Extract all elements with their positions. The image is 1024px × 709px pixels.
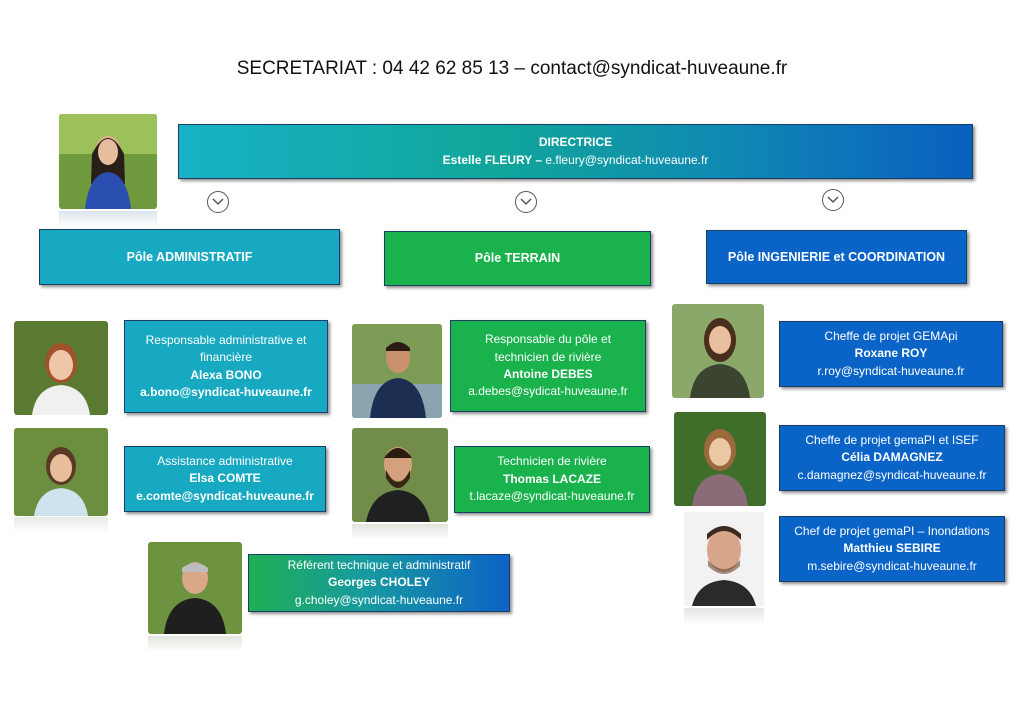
- chevron-down-icon: [207, 191, 229, 213]
- comte-photo: [14, 428, 108, 516]
- director-name: Estelle FLEURY: [442, 152, 533, 167]
- choley-photo-reflection: [148, 636, 242, 652]
- sebire-photo: [684, 512, 764, 606]
- bono-role-line2: financière: [199, 350, 253, 365]
- sebire-email: m.sebire@syndicat-huveaune.fr: [807, 558, 977, 573]
- pole-administratif: Pôle ADMINISTRATIF: [39, 229, 340, 285]
- director-email: e.fleury@syndicat-huveaune.fr: [545, 152, 709, 167]
- lacaze-photo-reflection: [352, 524, 448, 540]
- debes-photo: [352, 324, 442, 418]
- bono-role-line1: Responsable administrative et: [145, 332, 307, 347]
- damagnez-role: Cheffe de projet gemaPI et ISEF: [805, 432, 979, 447]
- director-photo: [59, 114, 157, 209]
- sebire-name: Matthieu SEBIRE: [843, 541, 941, 556]
- choley-photo: [148, 542, 242, 634]
- bono-email: a.bono@syndicat-huveaune.fr: [140, 384, 312, 399]
- bono-box: Responsable administrative et financière…: [124, 320, 328, 413]
- damagnez-photo: [674, 412, 766, 506]
- pole-administratif-label: Pôle ADMINISTRATIF: [126, 249, 253, 264]
- comte-role: Assistance administrative: [157, 453, 293, 468]
- lacaze-photo: [352, 428, 448, 522]
- choley-box: Référent technique et administratif Geor…: [248, 554, 510, 612]
- damagnez-email: c.damagnez@syndicat-huveaune.fr: [797, 467, 987, 482]
- debes-name: Antoine DEBES: [503, 367, 593, 381]
- damagnez-box: Cheffe de projet gemaPI et ISEF Célia DA…: [779, 425, 1005, 491]
- sebire-photo-reflection: [684, 608, 764, 626]
- comte-name: Elsa COMTE: [189, 471, 261, 486]
- lacaze-box: Technicien de rivière Thomas LACAZE t.la…: [454, 446, 650, 513]
- bono-photo: [14, 321, 108, 415]
- lacaze-email: t.lacaze@syndicat-huveaune.fr: [469, 489, 635, 504]
- director-contact: Estelle FLEURY – e.fleury@syndicat-huvea…: [443, 152, 709, 169]
- lacaze-name: Thomas LACAZE: [502, 471, 601, 486]
- bono-name: Alexa BONO: [190, 367, 262, 382]
- director-photo-reflection: [59, 211, 157, 227]
- roy-email: r.roy@syndicat-huveaune.fr: [817, 363, 965, 378]
- roy-name: Roxane ROY: [854, 346, 928, 361]
- lacaze-role: Technicien de rivière: [497, 454, 607, 469]
- pole-terrain-label: Pôle TERRAIN: [474, 251, 561, 266]
- choley-email: g.choley@syndicat-huveaune.fr: [294, 592, 464, 607]
- debes-email: a.debes@sydicat-huveaune.fr: [468, 384, 628, 399]
- director-box: DIRECTRICE Estelle FLEURY – e.fleury@syn…: [178, 124, 973, 179]
- pole-ingenierie: Pôle INGENIERIE et COORDINATION: [706, 230, 967, 284]
- comte-box: Assistance administrative Elsa COMTE e.c…: [124, 446, 326, 512]
- choley-role: Référent technique et administratif: [287, 557, 471, 572]
- debes-role-line1: Responsable du pôle et: [484, 332, 612, 347]
- sebire-role: Chef de projet gemaPI – Inondations: [794, 523, 990, 538]
- director-sep: –: [532, 152, 546, 167]
- debes-box: Responsable du pôle et technicien de riv…: [450, 320, 646, 412]
- debes-role-line2: technicien de rivière: [494, 349, 602, 364]
- secretariat-header: SECRETARIAT : 04 42 62 85 13 – contact@s…: [236, 58, 788, 79]
- comte-photo-reflection: [14, 517, 108, 533]
- choley-name: Georges CHOLEY: [327, 575, 431, 590]
- pole-terrain: Pôle TERRAIN: [384, 231, 651, 286]
- comte-email: e.comte@syndicat-huveaune.fr: [136, 488, 314, 503]
- chevron-down-icon: [515, 191, 537, 213]
- director-role: DIRECTRICE: [538, 135, 613, 150]
- roy-role: Cheffe de projet GEMApi: [824, 328, 958, 343]
- pole-ingenierie-label: Pôle INGENIERIE et COORDINATION: [727, 249, 946, 264]
- sebire-box: Chef de projet gemaPI – Inondations Matt…: [779, 516, 1005, 582]
- damagnez-name: Célia DAMAGNEZ: [841, 450, 943, 465]
- roy-box: Cheffe de projet GEMApi Roxane ROY r.roy…: [779, 321, 1003, 387]
- chevron-down-icon: [822, 189, 844, 211]
- roy-photo: [672, 304, 764, 398]
